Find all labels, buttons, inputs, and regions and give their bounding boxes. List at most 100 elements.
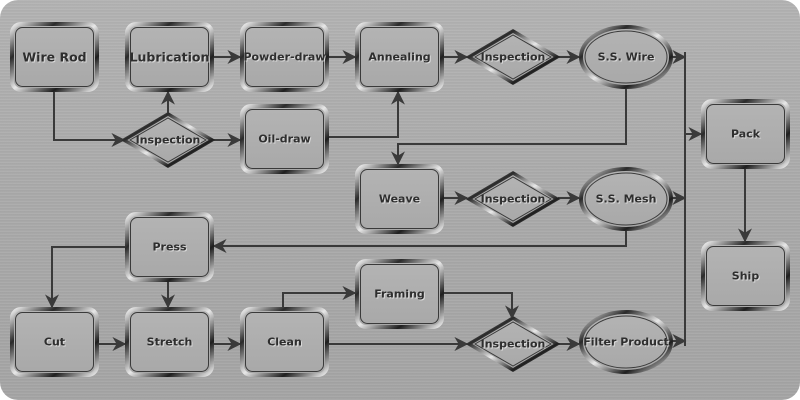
node-inner-border (15, 27, 94, 87)
node-inner-border (130, 217, 209, 277)
node-label-highlight: S.S. Wire (599, 52, 656, 65)
node-label-highlight: Powder-draw (245, 52, 327, 65)
node-label: Pack (731, 128, 761, 141)
node-inner-border (584, 30, 668, 84)
node-label: S.S. Mesh (596, 193, 657, 206)
node-shape-rounded-rect (701, 241, 790, 311)
node-label: Inspection (481, 51, 546, 64)
node-label: Inspection (136, 134, 201, 147)
node-shape-rounded-rect (10, 22, 99, 92)
node-inner-border (130, 312, 209, 372)
node-label-highlight: Framing (375, 289, 426, 302)
node-label: Weave (379, 193, 420, 206)
node-inner-border (245, 109, 324, 169)
node-label: S.S. Wire (598, 51, 655, 64)
node-label-highlight: Inspection (482, 52, 547, 65)
node-inner-border (129, 117, 207, 163)
node-shape-rounded-rect (10, 307, 99, 377)
node-label-highlight: Oil-draw (259, 134, 311, 147)
node-label: Lubrication (130, 50, 210, 65)
node-label: Ship (732, 270, 760, 283)
node-label: Cut (44, 336, 65, 349)
node-shape-diamond (120, 111, 216, 169)
node-label-highlight: S.S. Mesh (597, 194, 658, 207)
node-shape-rounded-rect (240, 307, 329, 377)
node-label: Clean (267, 336, 302, 349)
node-inner-border (584, 315, 668, 369)
node-shape-ellipse (579, 310, 673, 374)
connector-clean-to-framing (282, 286, 357, 309)
node-label: Stretch (147, 336, 193, 349)
node-shape-diamond (465, 315, 561, 373)
node-label-highlight: Cut (45, 337, 66, 350)
node-inner-border (706, 246, 785, 306)
node-inner-border (706, 104, 785, 164)
node-inner-border (584, 172, 668, 226)
node-shape-rounded-rect (125, 22, 214, 92)
node-shape-diamond (465, 28, 561, 86)
node-shape-rounded-rect (355, 164, 444, 234)
node-inner-border (245, 27, 324, 87)
node-inner-border (130, 27, 209, 87)
node-shape-diamond (465, 170, 561, 228)
node-label: Framing (374, 288, 425, 301)
node-label-highlight: Clean (268, 337, 303, 350)
node-shape-rounded-rect (355, 22, 444, 92)
node-shape-rounded-rect (701, 99, 790, 169)
connector-press-to-cut (45, 246, 127, 309)
node-label: Press (152, 241, 186, 254)
node-label-highlight: Inspection (137, 135, 202, 148)
node-label: Inspection (481, 338, 546, 351)
node-label-highlight: Wire Rod (23, 51, 87, 66)
node-label-highlight: Weave (380, 194, 421, 207)
node-label: Filter Product (583, 336, 669, 349)
node-inner-border (360, 264, 439, 324)
node-shape-ellipse (579, 25, 673, 89)
node-shape-rounded-rect (240, 22, 329, 92)
connector-oil-draw-to-annealing (327, 90, 405, 138)
node-shape-rounded-rect (355, 259, 444, 329)
connector-wire-rod-to-inspection-2 (53, 90, 126, 147)
node-shape-rounded-rect (125, 212, 214, 282)
node-inner-border (474, 321, 552, 367)
node-label: Wire Rod (22, 50, 86, 65)
node-label-highlight: Ship (733, 271, 761, 284)
connector-ss-wire-to-weave (391, 87, 627, 166)
node-label-highlight: Stretch (148, 337, 194, 350)
node-label-highlight: Filter Product (584, 337, 670, 350)
node-label: Inspection (481, 193, 546, 206)
node-label-highlight: Inspection (482, 194, 547, 207)
node-inner-border (474, 176, 552, 222)
node-shape-rounded-rect (125, 307, 214, 377)
node-label-highlight: Lubrication (131, 51, 211, 66)
node-inner-border (474, 34, 552, 80)
node-label-highlight: Inspection (482, 339, 547, 352)
node-inner-border (360, 169, 439, 229)
node-inner-border (360, 27, 439, 87)
connector-framing-to-inspection-4 (442, 292, 519, 320)
node-label: Oil-draw (258, 133, 310, 146)
node-label-highlight: Pack (732, 129, 762, 142)
